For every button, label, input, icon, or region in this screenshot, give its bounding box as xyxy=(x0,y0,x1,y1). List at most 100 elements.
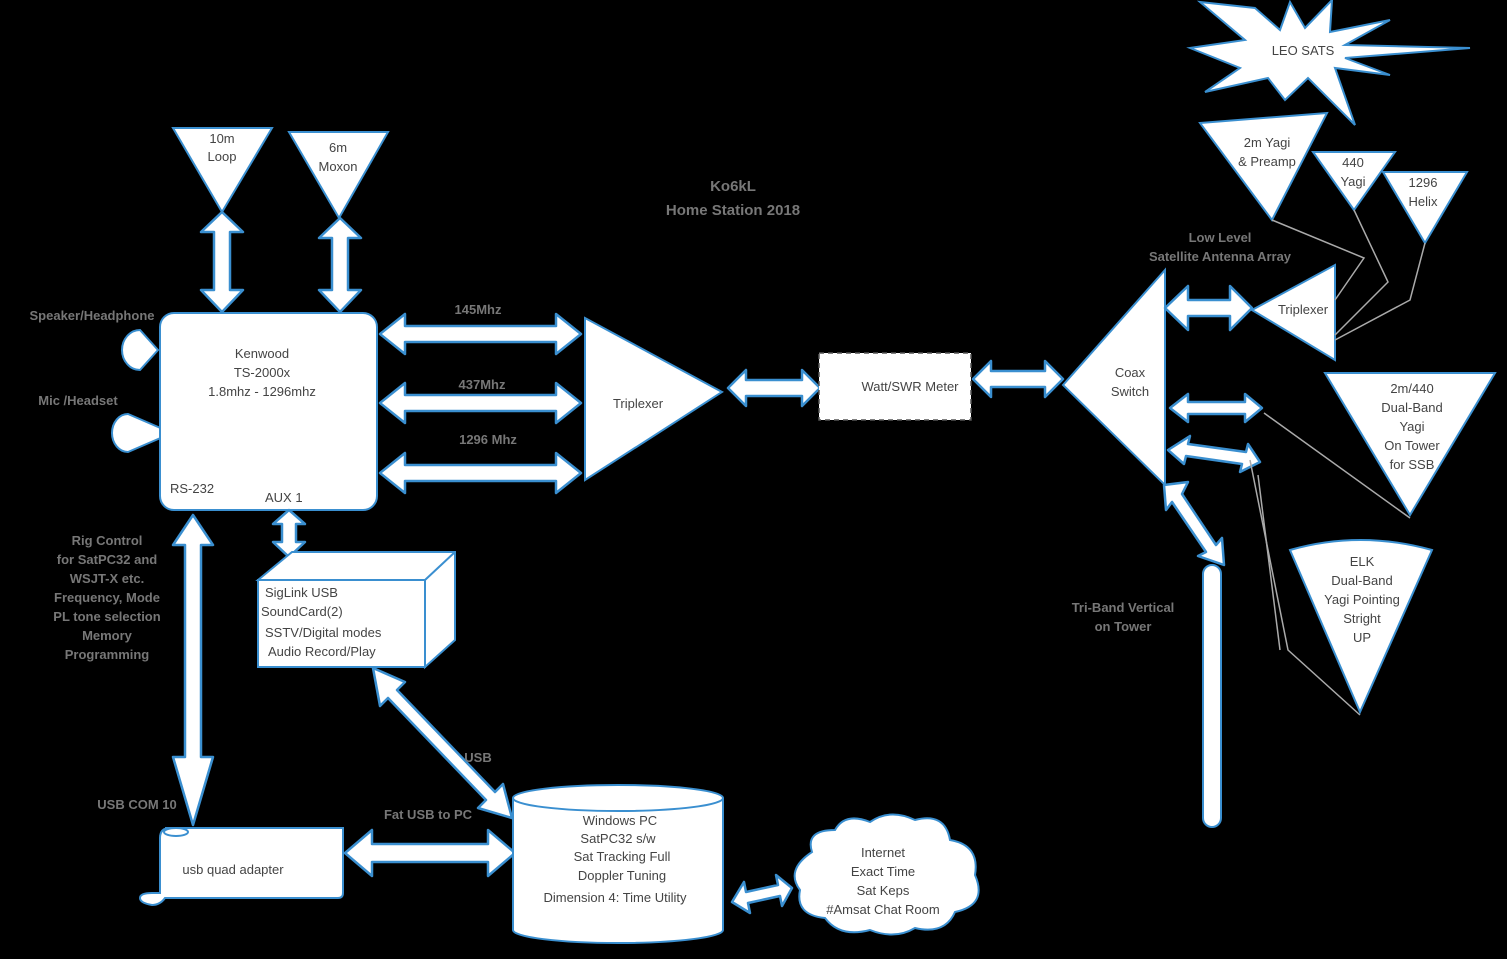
meter-label: Watt/SWR Meter xyxy=(861,379,959,394)
rs232-label: RS-232 xyxy=(170,481,214,496)
arrow-rs232-adapter xyxy=(171,513,215,827)
loop-label-2: Loop xyxy=(208,149,237,164)
antenna-440-yagi: 440 Yagi xyxy=(1311,151,1397,212)
moxon-label-1: 6m xyxy=(329,140,347,155)
soundcard-line-1: SigLink USB xyxy=(265,585,338,600)
speaker-label: Speaker/Headphone xyxy=(30,308,155,323)
arrow-437 xyxy=(378,381,583,425)
arrow-adapter-pc xyxy=(343,828,517,878)
internet-cloud: Internet Exact Time Sat Keps #Amsat Chat… xyxy=(793,813,980,936)
antenna-1296-helix: 1296 Helix xyxy=(1381,171,1469,245)
band-145-label: 145Mhz xyxy=(455,302,502,317)
arrow-coax-array xyxy=(1163,284,1254,332)
soundcard-line-2: SoundCard(2) xyxy=(261,604,343,619)
rig-line-1: Rig Control xyxy=(72,533,143,548)
moxon-label-2: Moxon xyxy=(318,159,357,174)
helix-label-2: Helix xyxy=(1409,194,1438,209)
usb-com-label: USB COM 10 xyxy=(97,797,176,812)
wire-elk xyxy=(1249,459,1361,716)
soundcard-line-4: Audio Record/Play xyxy=(268,644,376,659)
elk-label-4: Stright xyxy=(1343,611,1381,626)
wire-dualband xyxy=(1263,412,1411,519)
tri-band-vertical-antenna xyxy=(1202,564,1222,828)
yagi2m-label-2: & Preamp xyxy=(1238,154,1296,169)
internet-line-1: Internet xyxy=(861,845,905,860)
arrow-coax-dualband xyxy=(1168,392,1264,424)
helix-label-1: 1296 xyxy=(1409,175,1438,190)
dualband-label-5: for SSB xyxy=(1390,457,1435,472)
coax-label-1: Coax xyxy=(1115,365,1146,380)
elk-label-5: UP xyxy=(1353,630,1371,645)
dualband-label-2: Dual-Band xyxy=(1381,400,1442,415)
speaker-icon xyxy=(121,328,160,372)
soundcard-line-3: SSTV/Digital modes xyxy=(265,625,382,640)
rig-control-text: Rig Control for SatPC32 and WSJT-X etc. … xyxy=(53,533,160,662)
vertical-label-2: on Tower xyxy=(1095,619,1152,634)
loop-label-1: 10m xyxy=(209,131,234,146)
wire-elk-2 xyxy=(1257,474,1281,651)
triplexer-array-label: Triplexer xyxy=(1278,302,1329,317)
wire-440 xyxy=(1334,209,1389,336)
arrow-pc-internet xyxy=(730,873,794,915)
siglink-soundcard: SigLink USB SoundCard(2) SSTV/Digital mo… xyxy=(255,551,456,670)
pc-line-3: Sat Tracking Full xyxy=(574,849,671,864)
adapter-label: usb quad adapter xyxy=(182,862,284,877)
title-line1: Ko6kL xyxy=(710,178,756,195)
dualband-label-4: On Tower xyxy=(1384,438,1440,453)
fat-usb-label: Fat USB to PC xyxy=(384,807,473,822)
title-line2: Home Station 2018 xyxy=(666,202,800,219)
arrow-coax-vertical xyxy=(1162,480,1226,567)
kenwood-radio: Kenwood TS-2000x 1.8mhz - 1296mhz RS-232… xyxy=(159,312,378,511)
pc-line-1: Windows PC xyxy=(583,813,657,828)
watt-swr-meter: Watt/SWR Meter xyxy=(818,352,972,421)
arrow-145 xyxy=(378,312,583,356)
band-437-label: 437Mhz xyxy=(459,377,506,392)
radio-line2: TS-2000x xyxy=(234,365,291,380)
wire-2m xyxy=(1271,219,1366,301)
elk-label-2: Dual-Band xyxy=(1331,573,1392,588)
elk-label-1: ELK xyxy=(1350,554,1375,569)
rig-line-2: for SatPC32 and xyxy=(57,552,157,567)
radio-line1: Kenwood xyxy=(235,346,289,361)
internet-line-3: Sat Keps xyxy=(857,883,910,898)
radio-line3: 1.8mhz - 1296mhz xyxy=(208,384,316,399)
rig-line-3: WSJT-X etc. xyxy=(70,571,144,586)
vertical-label-1: Tri-Band Vertical xyxy=(1072,600,1175,615)
windows-pc: Windows PC SatPC32 s/w Sat Tracking Full… xyxy=(512,784,724,944)
triplexer-array: Triplexer xyxy=(1249,263,1336,362)
dualband-label-3: Yagi xyxy=(1399,419,1424,434)
band-1296-label: 1296 Mhz xyxy=(459,432,517,447)
rig-line-7: Programming xyxy=(65,647,150,662)
wire-1296 xyxy=(1334,242,1426,341)
pc-line-5: Dimension 4: Time Utility xyxy=(543,890,687,905)
antenna-dual-band-yagi: 2m/440 Dual-Band Yagi On Tower for SSB xyxy=(1323,372,1497,517)
arrow-meter-coax xyxy=(971,359,1065,399)
triplexer-main: Triplexer xyxy=(584,316,724,482)
elk-label-3: Yagi Pointing xyxy=(1324,592,1400,607)
leo-sats-starburst: LEO SATS xyxy=(1186,0,1471,126)
rig-line-4: Frequency, Mode xyxy=(54,590,160,605)
dualband-label-1: 2m/440 xyxy=(1390,381,1433,396)
arrow-soundcard-pc xyxy=(371,666,514,820)
arrow-triplexer-meter xyxy=(726,368,822,408)
internet-line-4: #Amsat Chat Room xyxy=(826,902,939,917)
usb-label: USB xyxy=(464,750,491,765)
yagi440-label-1: 440 xyxy=(1342,155,1364,170)
array-label-2: Satellite Antenna Array xyxy=(1149,249,1292,264)
leo-sats-label: LEO SATS xyxy=(1272,43,1335,58)
mic-label: Mic /Headset xyxy=(38,393,118,408)
pc-line-2: SatPC32 s/w xyxy=(580,831,656,846)
arrow-loop-radio xyxy=(199,210,245,314)
array-label-1: Low Level xyxy=(1189,230,1252,245)
internet-line-2: Exact Time xyxy=(851,864,915,879)
coax-switch: Coax Switch xyxy=(1061,267,1166,488)
coax-label-2: Switch xyxy=(1111,384,1149,399)
usb-quad-adapter: usb quad adapter xyxy=(138,827,344,907)
antenna-10m-loop: 10m Loop xyxy=(171,127,274,214)
antenna-6m-moxon: 6m Moxon xyxy=(287,131,390,221)
arrow-1296 xyxy=(378,451,583,495)
aux1-label: AUX 1 xyxy=(265,490,303,505)
rig-line-6: Memory xyxy=(82,628,133,643)
arrow-moxon-radio xyxy=(317,216,363,314)
